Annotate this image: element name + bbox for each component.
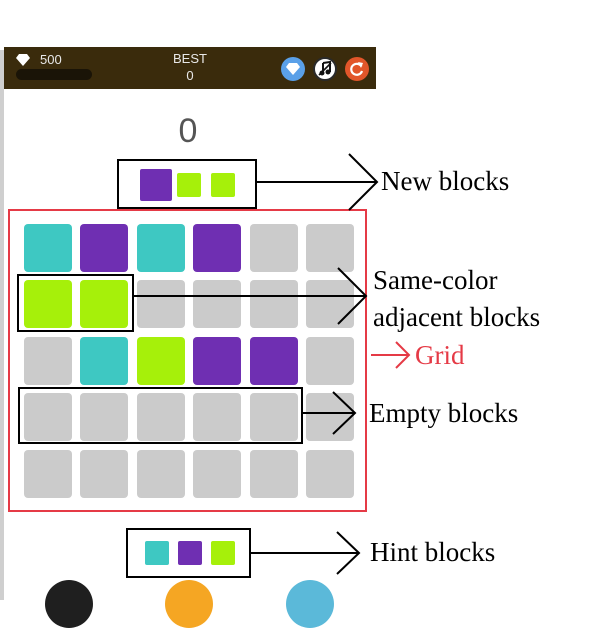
restart-button[interactable] [345,57,369,81]
same-color-highlight [17,274,134,332]
gem-shop-button[interactable] [281,57,305,81]
empty-block[interactable] [80,450,128,498]
empty-block[interactable] [250,450,298,498]
gem-icon [16,54,30,66]
purple-block[interactable] [193,224,241,272]
empty-block[interactable] [24,337,72,385]
new-block-lime[interactable] [211,173,235,197]
empty-block[interactable] [306,450,354,498]
left-edge [0,50,4,600]
empty-block[interactable] [24,450,72,498]
empty-block[interactable] [306,393,354,441]
bottom-left-button[interactable] [45,580,93,628]
empty-block[interactable] [193,393,241,441]
lime-block[interactable] [24,280,72,328]
lime-block[interactable] [137,337,185,385]
empty-block[interactable] [306,224,354,272]
teal-block[interactable] [80,337,128,385]
empty-block[interactable] [250,393,298,441]
teal-block[interactable] [137,224,185,272]
label-hint-blocks: Hint blocks [370,537,496,567]
arrow-hint-blocks [251,531,361,575]
empty-block[interactable] [306,280,354,328]
empty-block[interactable] [193,450,241,498]
purple-block[interactable] [80,224,128,272]
arrow-new-blocks [257,153,379,211]
empty-block[interactable] [80,393,128,441]
hint-block-lime[interactable] [211,541,235,565]
arrow-grid [371,341,411,369]
bottom-center-button[interactable] [165,580,213,628]
gem-progress-bar [16,69,92,80]
gem-count: 500 [40,52,62,67]
label-grid: Grid [415,340,465,370]
empty-block[interactable] [137,450,185,498]
gem-icon [286,63,300,75]
new-block-lime[interactable] [177,173,201,197]
purple-block[interactable] [193,337,241,385]
empty-block[interactable] [306,337,354,385]
arrow-same-color [134,267,368,325]
purple-block[interactable] [250,337,298,385]
lime-block[interactable] [80,280,128,328]
grid-highlight [8,209,367,512]
empty-blocks-highlight [18,387,303,444]
bottom-right-button[interactable] [286,580,334,628]
label-same-color-line1: Same-color [373,265,498,295]
empty-block[interactable] [250,280,298,328]
best-value: 0 [186,68,194,83]
teal-block[interactable] [24,224,72,272]
empty-block[interactable] [137,280,185,328]
music-note-icon [318,61,332,76]
new-blocks-highlight [117,159,257,209]
empty-block[interactable] [250,224,298,272]
score: 0 [178,112,198,150]
label-same-color-line2: adjacent blocks [373,302,541,332]
best-label: BEST [173,51,207,66]
hint-block-purple[interactable] [178,541,202,565]
hint-blocks-highlight [126,528,251,578]
label-empty-blocks: Empty blocks [369,398,519,428]
empty-block[interactable] [137,393,185,441]
label-new-blocks: New blocks [381,166,510,196]
new-block-purple[interactable] [140,169,172,201]
restart-icon [350,62,364,76]
arrow-empty-blocks [303,391,357,435]
top-bar: 500 BEST 0 [4,47,376,89]
hint-block-teal[interactable] [145,541,169,565]
empty-block[interactable] [24,393,72,441]
empty-block[interactable] [193,280,241,328]
music-toggle-button[interactable] [313,57,337,81]
